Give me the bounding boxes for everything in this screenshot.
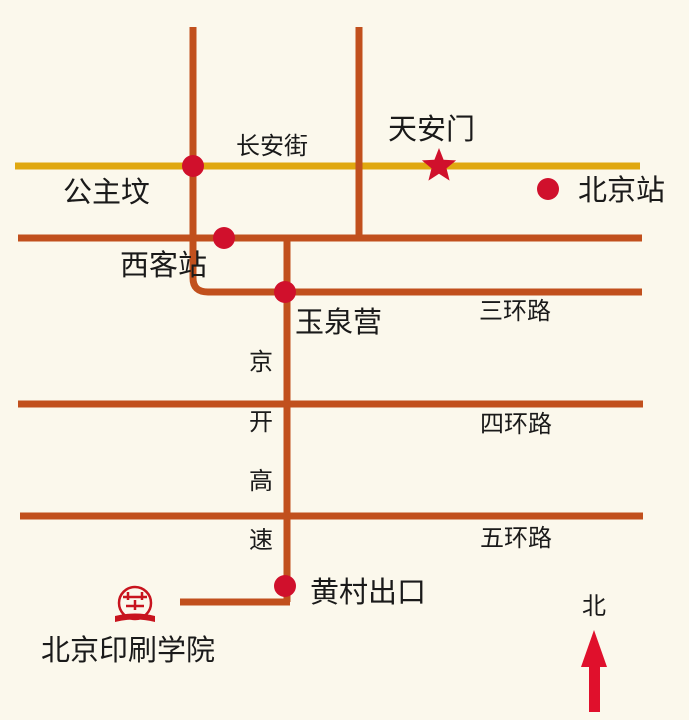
- yuquanying-dot-icon: [274, 281, 296, 303]
- beijing-station-label: 北京站: [578, 173, 666, 207]
- third-ring-label: 三环路: [479, 297, 551, 325]
- fifth-ring-label: 五环路: [480, 524, 552, 552]
- beijing-station-dot-icon: [537, 178, 559, 200]
- school-name-label: 北京印刷学院: [41, 633, 216, 667]
- changan-street-label: 长安街: [236, 132, 308, 160]
- north-label: 北: [582, 592, 606, 620]
- north-arrow-icon: [581, 630, 607, 712]
- school-logo-icon: [115, 585, 155, 622]
- fourth-ring-label: 四环路: [480, 410, 552, 438]
- xikezhan-label: 西客站: [120, 248, 208, 282]
- tiananmen-label: 天安门: [388, 112, 476, 146]
- huangcun-dot-icon: [274, 575, 296, 597]
- yuquanying-label: 玉泉营: [295, 305, 383, 339]
- west-vertical-road: [189, 27, 642, 296]
- jingkai-char-1: 京: [249, 348, 273, 376]
- jingkai-char-4: 速: [249, 526, 273, 554]
- gongzhufen-dot-icon: [182, 155, 204, 177]
- jingkai-char-3: 高: [249, 467, 273, 495]
- gongzhufen-label: 公主坟: [63, 175, 151, 209]
- jingkai-char-2: 开: [249, 408, 273, 436]
- huangcun-exit-label: 黄村出口: [310, 575, 427, 609]
- xikezhan-dot-icon: [213, 227, 235, 249]
- star-icon: [421, 148, 457, 181]
